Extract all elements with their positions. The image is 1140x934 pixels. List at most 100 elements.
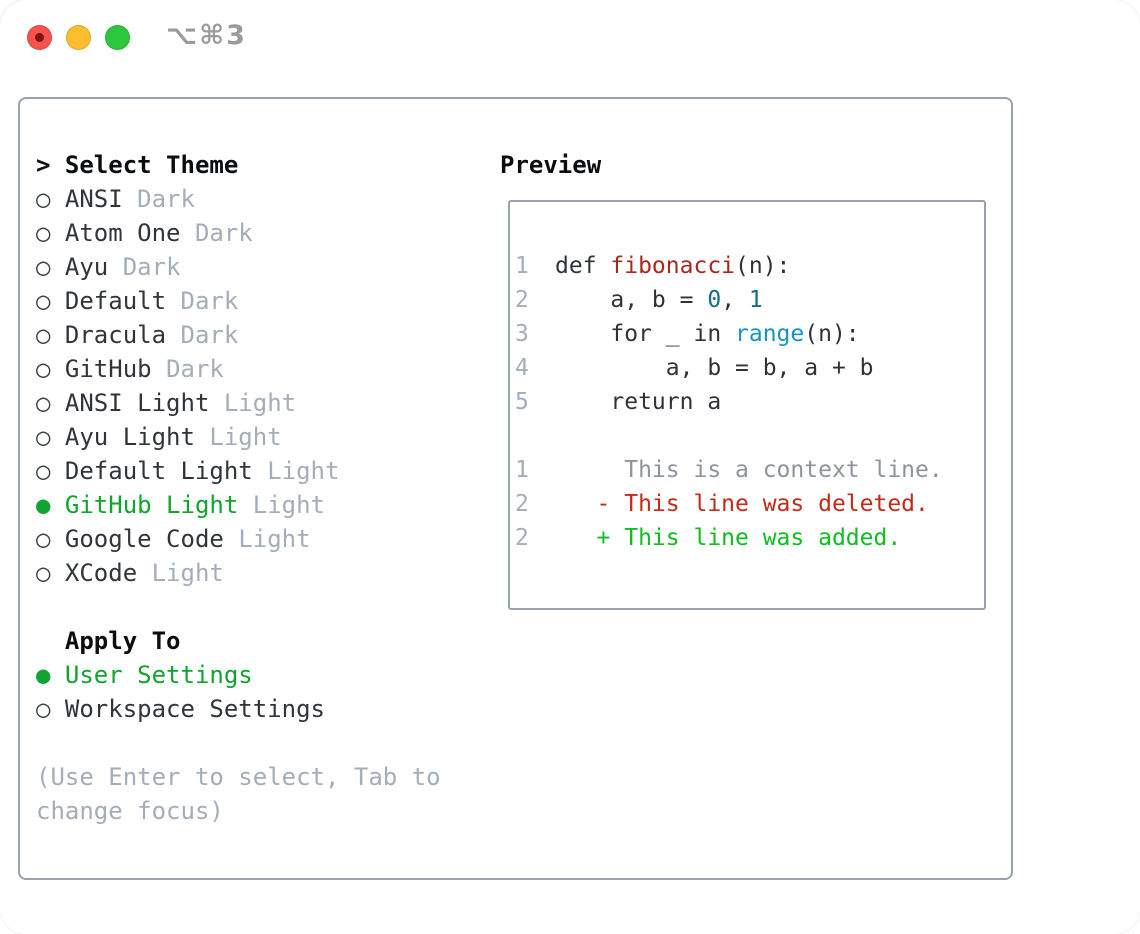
theme-name: ANSI (64, 185, 123, 213)
code-line: 3 for _ in range(n): (515, 317, 982, 351)
spacer (36, 590, 441, 624)
theme-picker-dialog: > Select Theme○ ANSI Dark○ Atom One Dark… (18, 97, 1013, 880)
theme-list-header: > Select Theme (36, 148, 441, 182)
radio-selected-icon: ● (36, 661, 51, 689)
line-number: 3 (515, 321, 529, 347)
theme-name: ANSI Light (64, 389, 210, 417)
theme-variant-badge: Light (238, 525, 311, 553)
line-number: 4 (515, 355, 529, 381)
theme-list-title: Select Theme (64, 151, 239, 179)
hint-text: (Use Enter to select, Tab to (36, 763, 441, 791)
diff-line-deleted: 2 - This line was deleted. (515, 487, 982, 521)
theme-option-github-light[interactable]: ● GitHub Light Light (36, 488, 441, 522)
theme-option-github[interactable]: ○ GitHub Dark (36, 352, 441, 386)
theme-option-ayu[interactable]: ○ Ayu Dark (36, 250, 441, 284)
titlebar: ⌥⌘3 (0, 0, 1140, 75)
code-token: a, b = (555, 287, 708, 313)
radio-icon: ○ (36, 389, 51, 417)
spacer (515, 419, 982, 453)
code-token: 1 (748, 287, 763, 313)
radio-icon: ○ (36, 423, 51, 451)
apply-option-label: User Settings (64, 661, 253, 689)
theme-variant-badge: Dark (180, 321, 239, 349)
diff-text: + This line was added. (555, 525, 902, 551)
theme-variant-badge: Dark (137, 185, 195, 213)
theme-variant-badge: Light (267, 457, 340, 485)
theme-name: Atom One (64, 219, 181, 247)
radio-icon: ○ (36, 219, 51, 247)
theme-name: Dracula (64, 321, 167, 349)
line-number: 2 (515, 491, 529, 517)
radio-icon: ○ (36, 287, 51, 315)
code-token: for _ in (555, 321, 736, 347)
theme-name: XCode (64, 559, 138, 587)
code-line: 4 a, b = b, a + b (515, 351, 982, 385)
code-token: (n): (735, 253, 791, 279)
line-number: 1 (515, 253, 529, 279)
theme-name: GitHub Light (64, 491, 239, 519)
code-token: 0 (707, 287, 722, 313)
minimize-button[interactable] (66, 25, 91, 50)
theme-variant-badge: Light (209, 423, 282, 451)
radio-icon: ○ (36, 457, 51, 485)
code-token: a, b = b, a + b (555, 355, 874, 381)
code-token: (n): (804, 321, 860, 347)
keyboard-shortcut-label: ⌥⌘3 (166, 20, 247, 51)
theme-variant-badge: Light (223, 389, 297, 417)
radio-icon: ○ (36, 525, 51, 553)
code-line: 5 return a (515, 385, 982, 419)
radio-selected-icon: ● (36, 491, 51, 519)
apply-to-title: Apply To (64, 627, 181, 655)
theme-option-default-light[interactable]: ○ Default Light Light (36, 454, 441, 488)
zoom-button[interactable] (105, 25, 130, 50)
theme-option-dracula[interactable]: ○ Dracula Dark (36, 318, 441, 352)
theme-name: Ayu (64, 253, 109, 281)
theme-name: Default Light (64, 457, 253, 485)
apply-option-workspace-settings[interactable]: ○ Workspace Settings (36, 692, 441, 726)
line-number: 5 (515, 389, 529, 415)
code-token: , (721, 287, 749, 313)
radio-icon: ○ (36, 253, 51, 281)
caret-icon: > (36, 151, 51, 179)
line-number: 2 (515, 287, 529, 313)
radio-icon: ○ (36, 185, 51, 213)
theme-option-google-code[interactable]: ○ Google Code Light (36, 522, 441, 556)
theme-variant-badge: Dark (122, 253, 181, 281)
theme-name: GitHub (64, 355, 152, 383)
spacer (36, 726, 441, 760)
line-number: 2 (515, 525, 529, 551)
radio-icon: ○ (36, 321, 51, 349)
apply-option-user-settings[interactable]: ● User Settings (36, 658, 441, 692)
theme-option-ansi-light[interactable]: ○ ANSI Light Light (36, 386, 441, 420)
close-button[interactable] (27, 25, 52, 50)
line-number: 1 (515, 457, 529, 483)
code-line: 2 a, b = 0, 1 (515, 283, 982, 317)
theme-variant-badge: Dark (180, 287, 239, 315)
theme-variant-badge: Light (252, 491, 325, 519)
diff-line-added: 2 + This line was added. (515, 521, 982, 555)
hint-text: change focus) (36, 797, 224, 825)
diff-line-context: 1 This is a context line. (515, 453, 982, 487)
code-token: def (555, 253, 611, 279)
apply-option-label: Workspace Settings (64, 695, 325, 723)
radio-icon: ○ (36, 355, 51, 383)
theme-option-ansi[interactable]: ○ ANSI Dark (36, 182, 441, 216)
theme-option-atom-one[interactable]: ○ Atom One Dark (36, 216, 441, 250)
theme-option-default[interactable]: ○ Default Dark (36, 284, 441, 318)
preview-title: Preview (500, 151, 602, 179)
apply-to-header: Apply To (36, 624, 441, 658)
code-token: fibonacci (610, 253, 736, 279)
radio-icon: ○ (36, 695, 51, 723)
theme-name: Google Code (64, 525, 224, 553)
radio-icon: ○ (36, 559, 51, 587)
theme-option-ayu-light[interactable]: ○ Ayu Light Light (36, 420, 441, 454)
code-token: range (735, 321, 805, 347)
theme-option-xcode[interactable]: ○ XCode Light (36, 556, 441, 590)
code-token: return a (555, 389, 722, 415)
diff-text: - This line was deleted. (555, 491, 929, 517)
theme-variant-badge: Dark (166, 355, 224, 383)
code-line: 1 def fibonacci(n): (515, 249, 982, 283)
